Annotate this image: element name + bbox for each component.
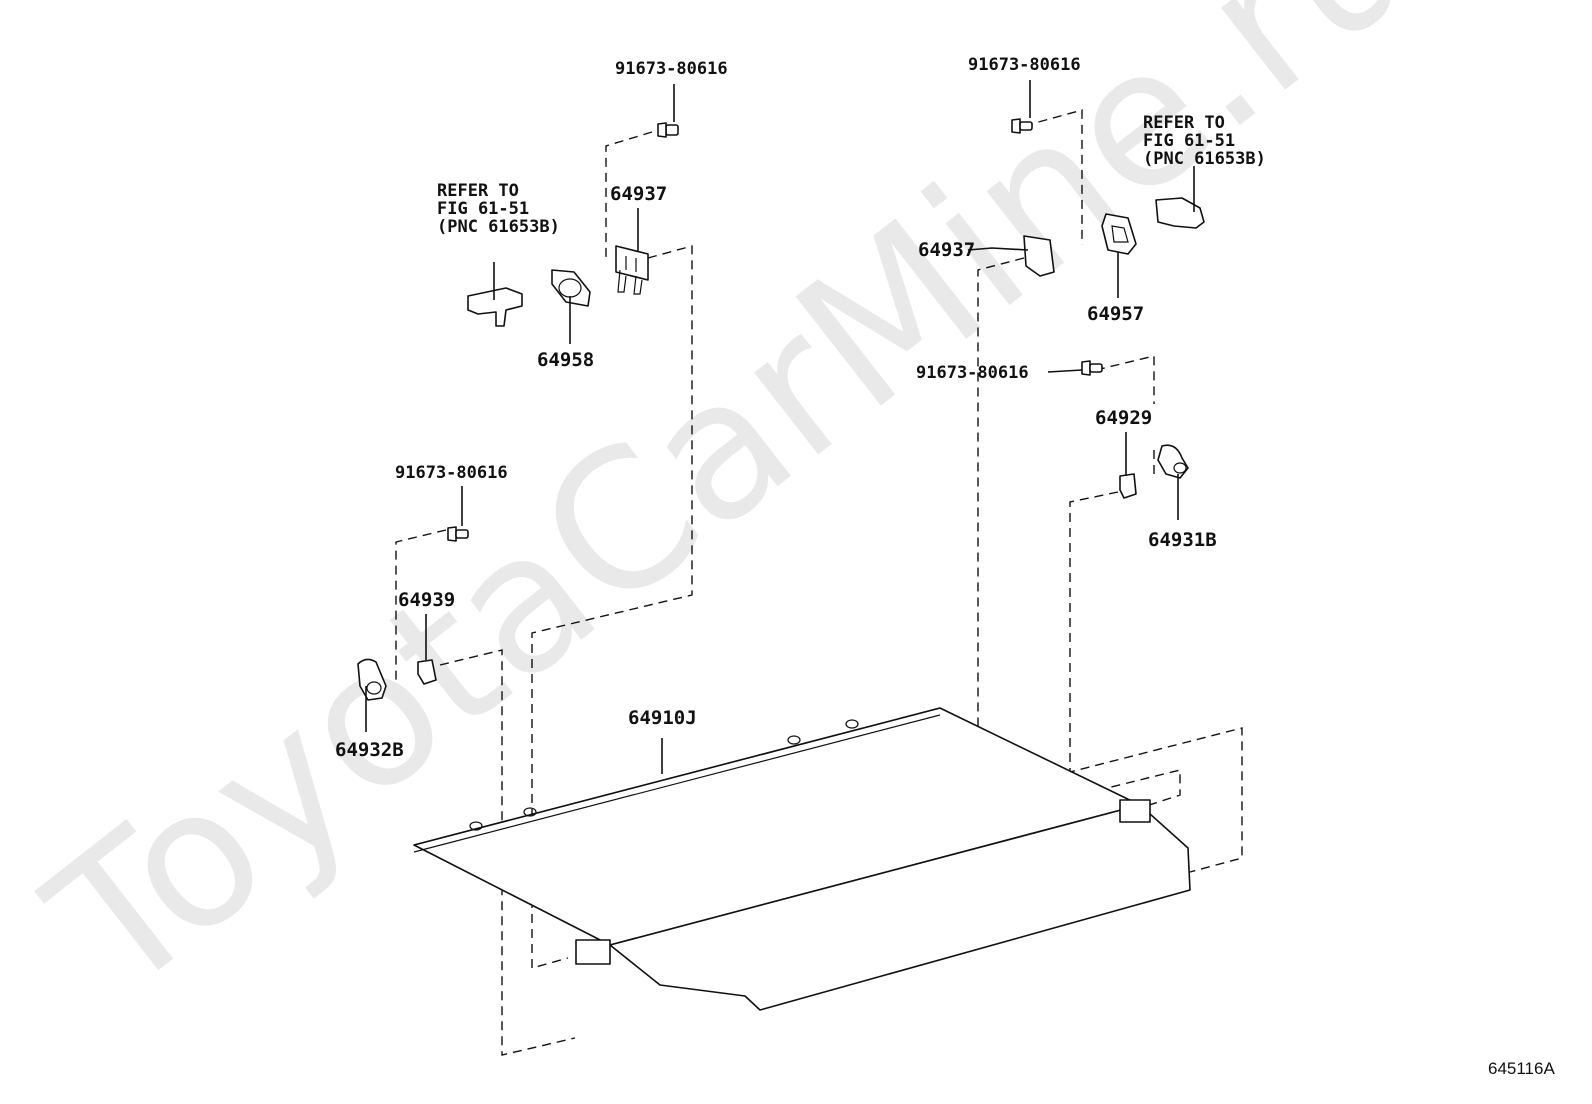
- plate-64958-icon: [551, 269, 591, 307]
- tonneau-cover-64910j-icon: [413, 707, 1191, 1011]
- label-64929: 64929: [1095, 407, 1152, 429]
- refer-note-right: REFER TO FIG 61-51 (PNC 61653B): [1143, 113, 1266, 169]
- clip-64929-icon: [1119, 473, 1137, 499]
- label-bolt-top-left: 91673-80616: [615, 59, 728, 79]
- label-64932b: 64932B: [335, 739, 404, 761]
- label-64957: 64957: [1087, 303, 1144, 325]
- assembly-dashed-lines: [395, 109, 1243, 1056]
- label-64937-right: 64937: [918, 239, 975, 261]
- label-64910j: 64910J: [628, 707, 697, 729]
- bolt-icon: [1081, 360, 1103, 376]
- label-bolt-top-right: 91673-80616: [968, 55, 1081, 75]
- bolt-icon: [657, 122, 679, 138]
- label-bolt-left: 91673-80616: [395, 463, 508, 483]
- refer-right-line-3: (PNC 61653B): [1143, 149, 1266, 169]
- label-64931b: 64931B: [1148, 529, 1217, 551]
- refer-left-line-3: (PNC 61653B): [437, 217, 560, 237]
- bolt-icon: [447, 526, 469, 542]
- refer-note-left: REFER TO FIG 61-51 (PNC 61653B): [437, 181, 560, 237]
- refer-bracket-left-icon: [467, 287, 523, 327]
- clip-64939-icon: [417, 659, 437, 685]
- leader-lines: [365, 80, 1195, 774]
- figure-code: 645116A: [1488, 1059, 1555, 1078]
- hook-ring-icon: [469, 719, 859, 831]
- label-64937-left: 64937: [610, 183, 667, 205]
- refer-right-line-2: FIG 61-51: [1143, 131, 1235, 151]
- hook-64931b-icon: [1157, 444, 1189, 479]
- refer-left-line-2: FIG 61-51: [437, 199, 529, 219]
- refer-right-line-1: REFER TO: [1143, 113, 1225, 133]
- cover-64937-right-icon: [1023, 235, 1055, 277]
- bracket-64937-left-icon: [615, 245, 649, 295]
- refer-left-line-1: REFER TO: [437, 181, 519, 201]
- label-bolt-mid-right: 91673-80616: [916, 363, 1029, 383]
- label-64939: 64939: [398, 589, 455, 611]
- ring-64957-icon: [1101, 213, 1137, 255]
- refer-bracket-right-icon: [1155, 197, 1205, 229]
- bolt-icon: [1011, 118, 1033, 134]
- part-labels: 91673-80616 91673-80616 91673-80616 9167…: [335, 55, 1217, 761]
- hook-64932b-icon: [357, 658, 387, 701]
- label-64958: 64958: [537, 349, 594, 371]
